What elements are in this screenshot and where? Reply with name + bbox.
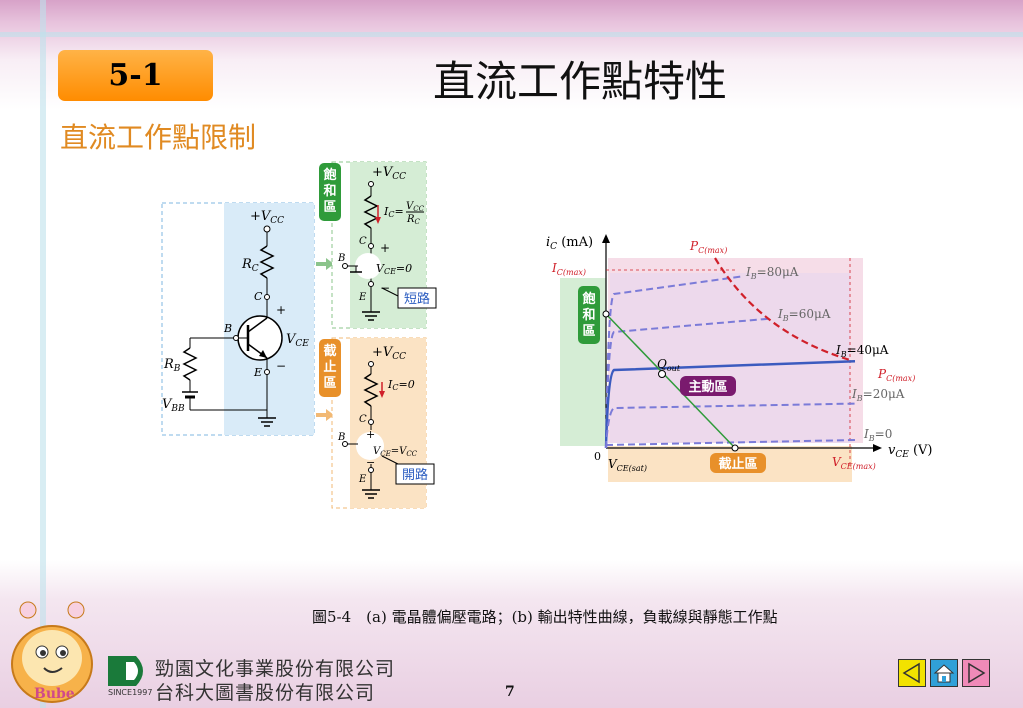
decor-vertical-line xyxy=(40,0,46,708)
publisher-name-1: 勁園文化事業股份有限公司 xyxy=(155,658,396,680)
prev-arrow-icon xyxy=(902,662,920,684)
saturation-tag xyxy=(319,163,341,221)
y-axis-label: iC (mA) xyxy=(546,235,593,252)
svg-text:止: 止 xyxy=(323,359,336,375)
pc-max-label-top: PC(max) xyxy=(689,239,727,255)
svg-text:IC=0: IC=0 xyxy=(387,378,415,392)
ib-curve-label-80: IB=80μA xyxy=(745,265,799,281)
cutoff-region-tag xyxy=(710,453,766,473)
prev-slide-button[interactable] xyxy=(898,659,926,687)
q-point xyxy=(658,370,666,378)
mascot-logo: Bube xyxy=(11,601,93,703)
section-badge: 5-1 xyxy=(58,50,213,101)
svg-text:−: − xyxy=(380,281,390,295)
ib-curve-label-0: IB=0 xyxy=(863,427,892,443)
svg-text:和: 和 xyxy=(323,183,336,199)
ic-max-label: IC(max) xyxy=(551,261,586,277)
svg-text:RB: RB xyxy=(163,357,181,374)
svg-text:−: − xyxy=(366,456,375,469)
svg-text:C: C xyxy=(359,236,367,247)
vce-max-label: VCE(max) xyxy=(832,455,876,471)
svg-text:開路: 開路 xyxy=(402,467,428,483)
svg-text:B: B xyxy=(337,432,345,443)
vcc-label: +V xyxy=(250,209,272,224)
output-characteristic-chart: iC (mA) vCE (V) 0 IC(max) VCE(max) VCE(s… xyxy=(546,234,933,482)
cutoff-tag xyxy=(319,339,341,397)
node-b-label: B xyxy=(223,322,232,335)
origin-label: 0 xyxy=(594,450,601,463)
svg-text:E: E xyxy=(358,474,367,485)
svg-text:+: + xyxy=(380,241,390,255)
slide-title: 直流工作點特性 xyxy=(432,57,727,106)
load-line-bottom-point xyxy=(731,444,739,452)
ib-curve-20 xyxy=(605,402,856,449)
vbb-label: V xyxy=(162,397,173,412)
svg-text:區: 區 xyxy=(323,376,336,391)
active-region-tag xyxy=(680,376,736,396)
svg-text:+: + xyxy=(276,303,286,317)
svg-text:B: B xyxy=(337,253,345,264)
mascot-label: Bube xyxy=(34,686,75,702)
svg-text:VCE=VCC: VCE=VCC xyxy=(373,446,418,458)
svg-text:+VCC: +VCC xyxy=(250,209,284,226)
ib-curve-label-20: IB=20μA xyxy=(851,387,905,403)
page-number: 7 xyxy=(505,684,515,700)
svg-text:短路: 短路 xyxy=(404,291,430,307)
svg-text:截: 截 xyxy=(323,343,336,359)
node-c-label: C xyxy=(254,290,263,303)
load-line-top-point xyxy=(602,310,610,318)
figure-caption: 圖5-4 (a) 電晶體偏壓電路；(b) 輸出特性曲線，負載線與靜態工作點 xyxy=(312,608,778,626)
svg-text:VCE=0: VCE=0 xyxy=(376,262,412,276)
ib-curve-label-60: IB=60μA xyxy=(777,307,831,323)
since-label: SINCE1997 xyxy=(108,688,153,697)
svg-text:區: 區 xyxy=(582,324,595,339)
vce-sat-label: VCE(sat) xyxy=(608,457,647,473)
svg-text:截止區: 截止區 xyxy=(718,456,757,472)
q-point-label: Qout xyxy=(657,357,681,373)
svg-text:主動區: 主動區 xyxy=(688,379,727,395)
decor-horizontal-line xyxy=(0,32,1023,37)
svg-text:C: C xyxy=(359,414,367,425)
x-axis-label: vCE (V) xyxy=(888,443,933,460)
arrow-to-saturation-icon xyxy=(316,258,334,270)
svg-text:VCE: VCE xyxy=(286,332,309,349)
svg-text:−: − xyxy=(276,359,286,373)
svg-text:RC: RC xyxy=(241,257,259,274)
rc-label: R xyxy=(241,257,252,272)
open-circuit-box xyxy=(395,463,435,485)
ib-curve-labels: IB=80μA IB=60μA IB=40μA IB=20μA IB=0 xyxy=(745,265,905,443)
slide-subtitle: 直流工作點限制 xyxy=(60,121,257,154)
svg-text:IC=: IC= xyxy=(383,205,404,219)
svg-text:區: 區 xyxy=(323,200,336,215)
svg-text:E: E xyxy=(358,292,367,303)
publisher-logo-icon xyxy=(108,656,143,686)
svg-text:RC: RC xyxy=(406,214,421,226)
short-circuit-box xyxy=(397,287,437,309)
publisher-name-2: 台科大圖書股份有限公司 xyxy=(155,682,376,704)
svg-text:+: + xyxy=(366,428,375,441)
arrow-to-cutoff-icon xyxy=(316,409,334,421)
rb-label: R xyxy=(163,357,174,372)
rc-resistor xyxy=(259,245,275,279)
svg-text:+VCC: +VCC xyxy=(372,165,406,182)
next-arrow-icon xyxy=(968,662,986,684)
vce-label: V xyxy=(286,332,297,347)
ib-curve-label-40: IB=40μA xyxy=(835,343,889,359)
pc-max-label-right: PC(max) xyxy=(877,367,915,383)
svg-text:飽: 飽 xyxy=(581,291,595,307)
node-e-label: E xyxy=(253,366,262,379)
home-button[interactable] xyxy=(930,659,958,687)
svg-text:VBB: VBB xyxy=(162,397,185,414)
svg-text:飽: 飽 xyxy=(322,167,336,183)
svg-text:VCC: VCC xyxy=(406,201,425,213)
vcc-sub: CC xyxy=(270,216,284,226)
svg-text:和: 和 xyxy=(582,307,595,323)
svg-text:+VCC: +VCC xyxy=(372,345,406,362)
home-icon xyxy=(933,664,955,683)
load-line xyxy=(605,313,736,449)
bias-circuit-diagram: +VCC RC C B E + − VCE RB VBB 飽 和 區 +VCC … xyxy=(161,161,437,509)
chart-saturation-tag xyxy=(578,286,600,344)
next-slide-button[interactable] xyxy=(962,659,990,687)
rb-resistor xyxy=(182,347,198,381)
